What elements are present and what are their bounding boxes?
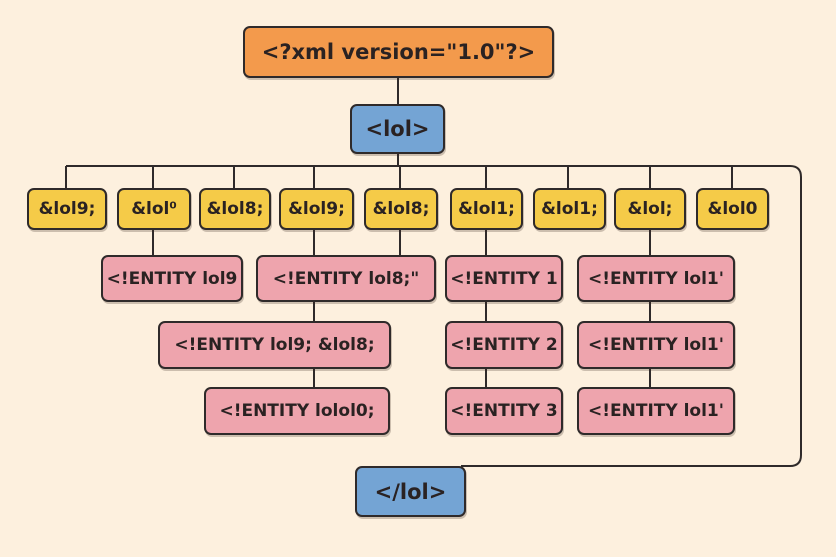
- entity-reference-node: &lol;: [614, 188, 686, 230]
- entity-declaration-node: <!ENTITY lol9; &lol8;: [158, 321, 391, 369]
- entity-reference-node: &lol⁰: [117, 188, 191, 230]
- entity-reference-node: &lol8;: [199, 188, 271, 230]
- connector-loop-to-close: [461, 165, 802, 467]
- entity-declaration-node: <!ENTITY 1: [445, 255, 563, 302]
- entity-declaration-node: <!ENTITY 3: [445, 387, 563, 435]
- entity-declaration-node: <!ENTITY 2: [445, 321, 563, 369]
- entity-declaration-node: <!ENTITY lolol0;: [204, 387, 390, 435]
- entity-reference-node: &lol0: [696, 188, 769, 230]
- entity-declaration-node: <!ENTITY lol1': [577, 321, 735, 369]
- entity-reference-node: &lol9;: [279, 188, 354, 230]
- entity-reference-node: &lol8;: [364, 188, 438, 230]
- lol-close-tag-node: </lol>: [355, 466, 466, 517]
- entity-declaration-node: <!ENTITY lol1': [577, 255, 735, 302]
- entity-declaration-node: <!ENTITY lol8;": [256, 255, 436, 302]
- lol-open-tag-node: <lol>: [350, 104, 445, 154]
- entity-declaration-node: <!ENTITY lol9: [101, 255, 243, 302]
- entity-reference-node: &lol1;: [533, 188, 606, 230]
- entity-reference-node: &lol9;: [27, 188, 107, 230]
- entity-reference-node: &lol1;: [450, 188, 523, 230]
- xml-declaration-node: <?xml version="1.0"?>: [243, 26, 554, 78]
- entity-declaration-node: <!ENTITY lol1': [577, 387, 735, 435]
